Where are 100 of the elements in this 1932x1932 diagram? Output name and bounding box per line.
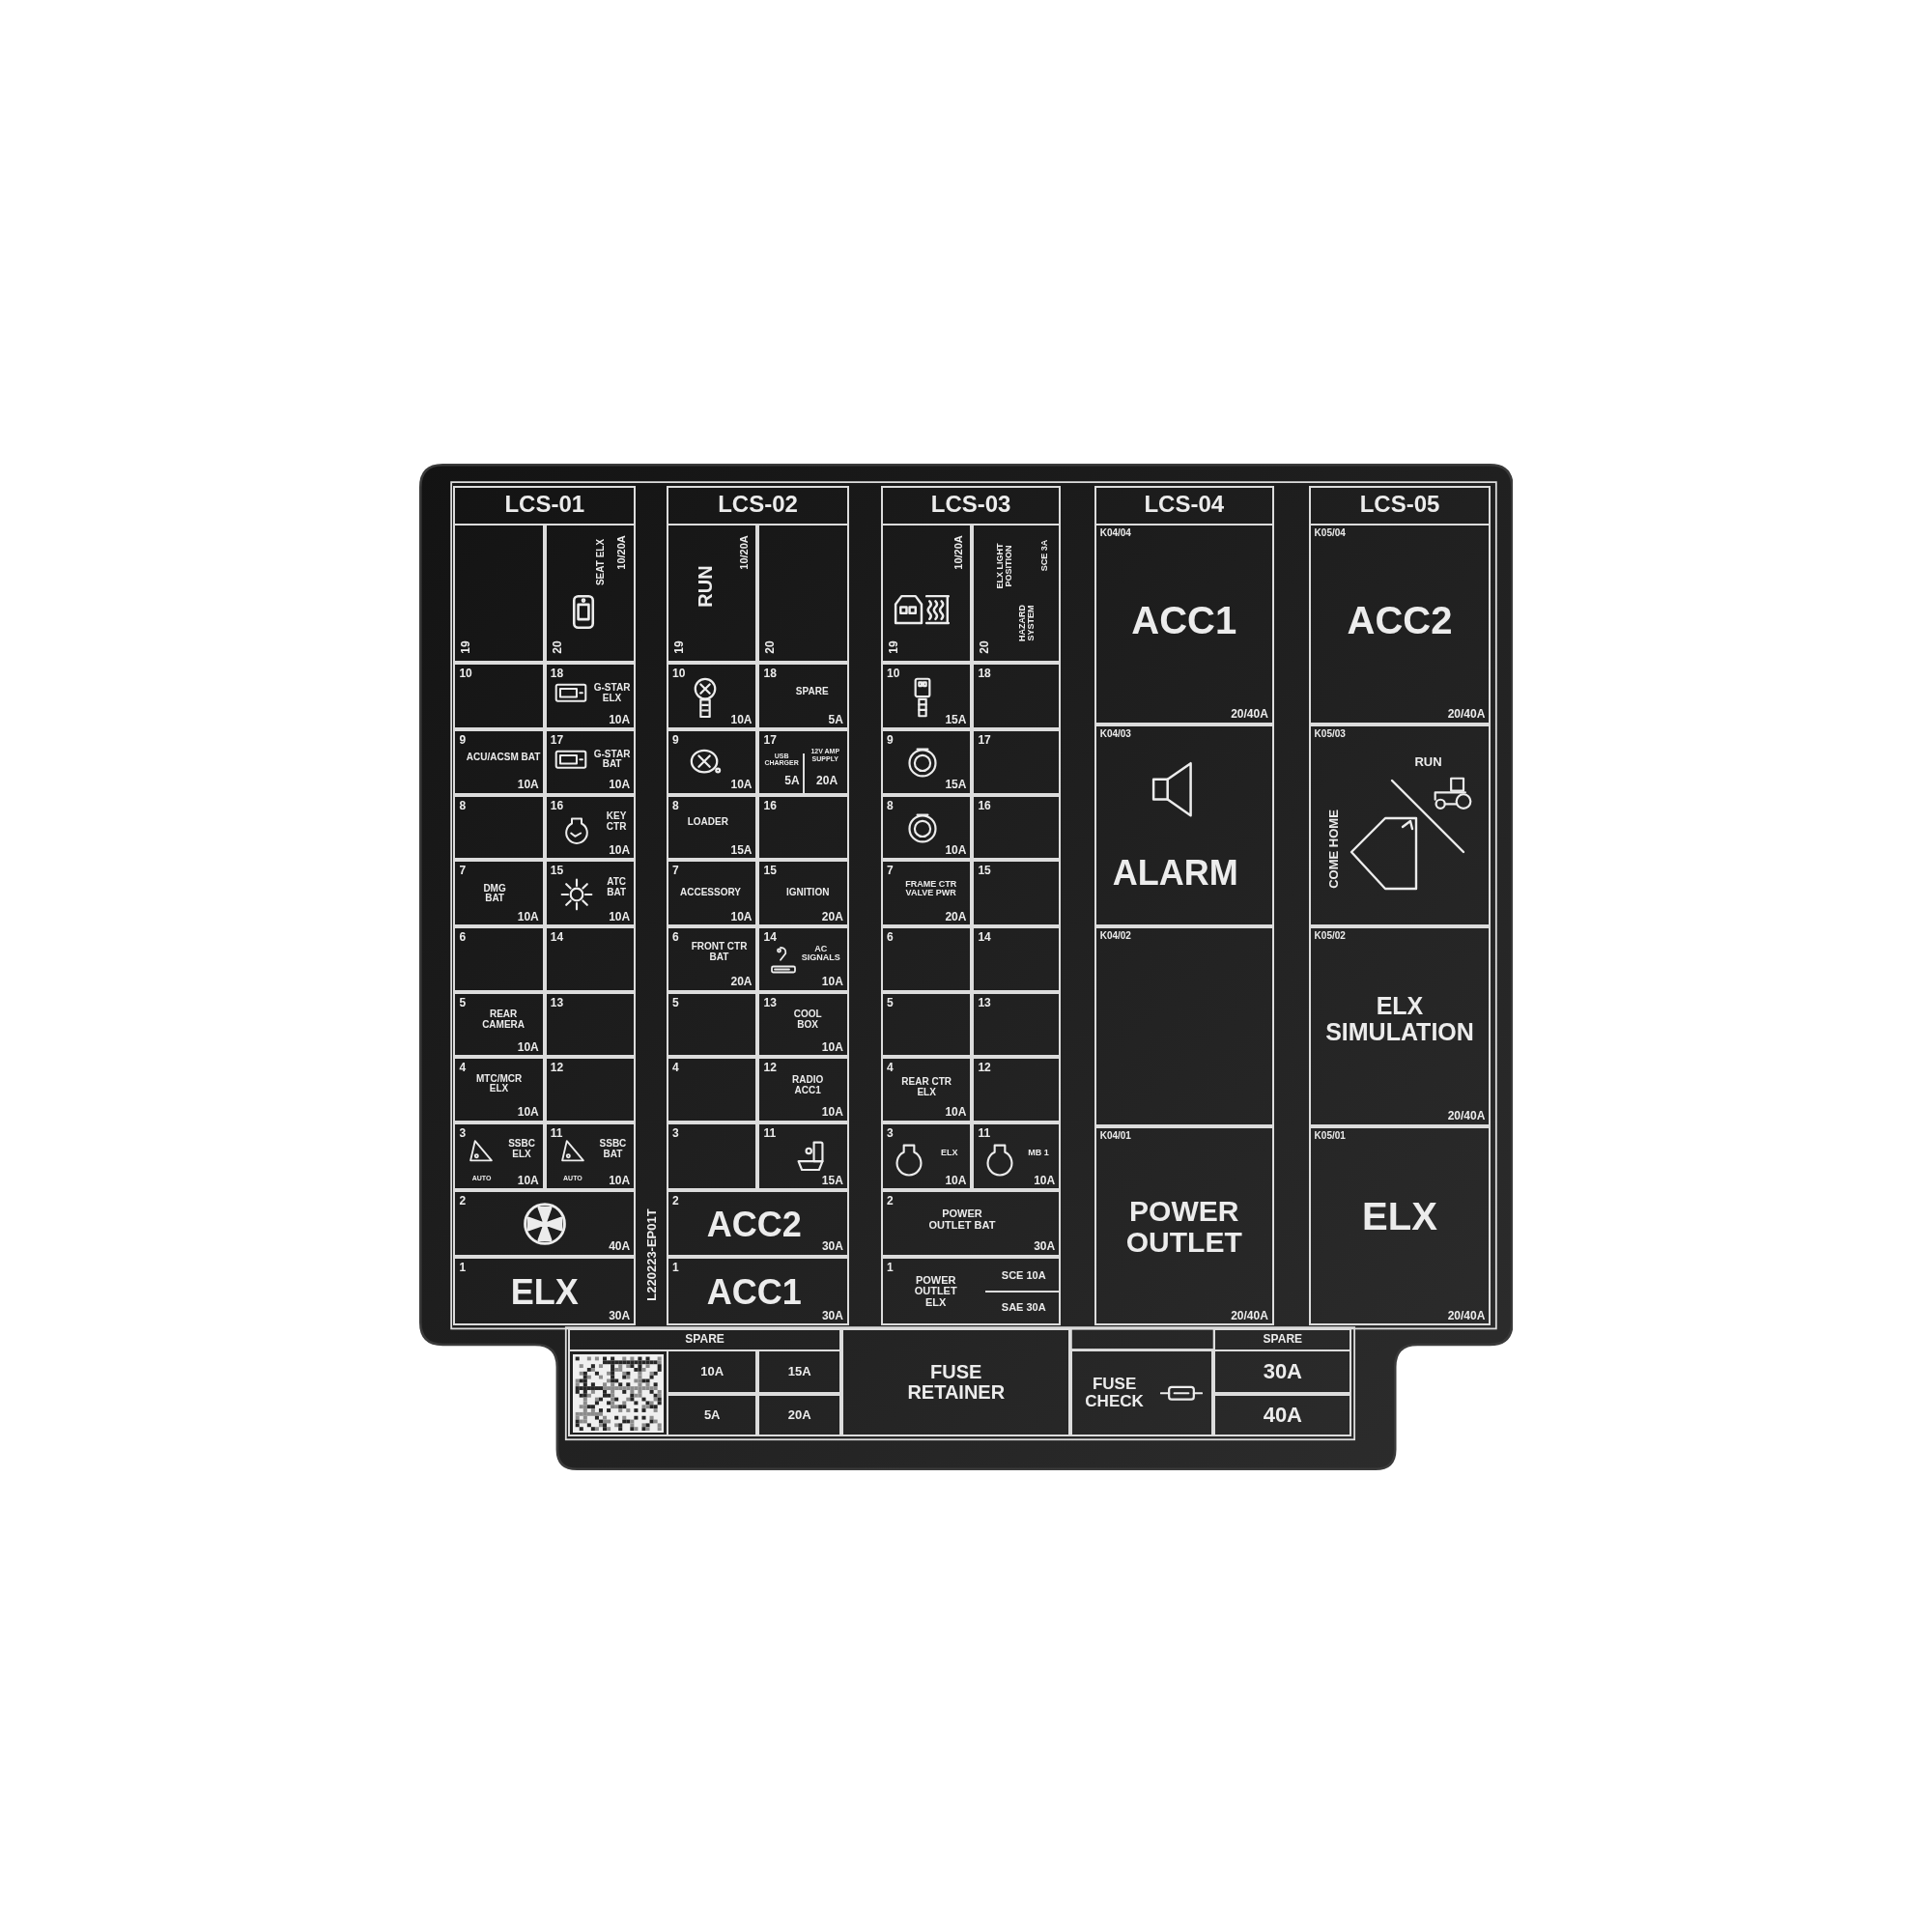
fuse-slot [881, 1057, 973, 1122]
fuse-rating: 10A [517, 910, 539, 923]
fuse-slot [544, 1122, 637, 1191]
fuse-number: 5 [672, 996, 679, 1009]
column-heading: LCS-03 [930, 492, 1011, 517]
slot-label: FUSE CHECK [1084, 1376, 1145, 1410]
fuse-number: 12 [550, 1062, 564, 1074]
fuse-number: 3 [459, 1127, 467, 1140]
fuse-number: 7 [672, 865, 679, 877]
circuit-label: LOADER [686, 817, 729, 828]
circuit-label: FRONT CTR BAT [690, 941, 749, 962]
fuse-number: 9 [887, 734, 894, 747]
circuit-label: RADIO ACC1 [791, 1074, 825, 1095]
relay-slot [1308, 724, 1492, 927]
column-heading: LCS-05 [1359, 492, 1440, 517]
fuse-slot [453, 1057, 545, 1122]
fuse-column [1094, 485, 1274, 1326]
fuse-slot [544, 729, 637, 795]
fuse-slot [972, 794, 1062, 861]
fuse-slot [667, 663, 758, 730]
fuse-number: 5 [887, 996, 894, 1009]
relay-number: K04/04 [1099, 528, 1131, 539]
fuse-slot [453, 729, 545, 795]
fuse-slot [544, 991, 637, 1058]
circuit-label: DMG BAT [482, 883, 507, 904]
circuit-label: REAR CTR ELX [900, 1076, 952, 1097]
fuse-number: 13 [978, 996, 991, 1009]
panel-slot [841, 1328, 1071, 1437]
fuse-slot [972, 1122, 1062, 1191]
column-heading: LCS-01 [504, 492, 585, 517]
fuse-slot [972, 991, 1062, 1058]
fuse-slot [757, 926, 849, 992]
fuse-rating: 10A [609, 910, 631, 923]
fuse-rating: 20/40A [1447, 1110, 1486, 1122]
circuit-label: FRAME CTR VALVE PWR [904, 879, 958, 898]
fuse-column [881, 485, 1062, 1326]
fuse-rating: 10A [517, 1040, 539, 1054]
circuit-label: COOL BOX [792, 1009, 823, 1030]
fuse-slot [972, 729, 1062, 795]
circuit-label: AC SIGNALS [800, 944, 841, 963]
circuit-label: MTC/MCR ELX [474, 1073, 524, 1094]
fuse-number: 6 [459, 931, 467, 944]
fuse-slot [881, 729, 973, 795]
fuse-rating: 5A [784, 774, 800, 787]
fuse-slot [757, 729, 849, 795]
fuse-number: 3 [887, 1127, 894, 1140]
fuse-slot [972, 1057, 1062, 1122]
fuse-number: 15 [978, 865, 991, 877]
circuit-label: ELX [939, 1149, 959, 1158]
fuse-rating: 15A [945, 713, 967, 726]
fuse-number: 10 [672, 668, 686, 680]
fuse-number: 15 [763, 865, 777, 877]
fuse-number: 18 [550, 668, 564, 680]
fuse-rating: 30A [821, 1309, 843, 1322]
fuse-slot [972, 663, 1062, 730]
relay-number: K05/02 [1314, 931, 1346, 942]
fuse-slot [544, 860, 637, 927]
fuse-number: 16 [978, 799, 991, 812]
fuse-slot [757, 663, 849, 730]
fuse-rating: 10A [609, 843, 631, 857]
circuit-label: MB 1 [1027, 1149, 1050, 1158]
spare-fuse-slot [667, 1349, 758, 1394]
circuit-label: G-STAR ELX [592, 682, 632, 703]
fuse-rating: 5A [828, 713, 843, 726]
fuse-number: 13 [550, 996, 564, 1009]
relay-slot [1094, 724, 1274, 927]
fuse-slot [972, 524, 1062, 664]
fuse-number: 17 [763, 734, 777, 747]
fuse-rating: 10/20A [952, 535, 965, 570]
circuit-label: SCE 3A [1040, 539, 1050, 572]
fuse-rating: 10A [945, 843, 967, 857]
column-heading: LCS-04 [1144, 492, 1225, 517]
fuse-slot [453, 524, 545, 664]
fuse-number: 2 [887, 1195, 894, 1208]
fuse-rating: 10A [700, 1364, 724, 1378]
circuit-label: ACC1 [1131, 599, 1237, 640]
fuse-number: 16 [550, 799, 564, 812]
fuse-rating: 20/40A [1447, 708, 1486, 721]
fuse-rating: 20/40A [1231, 708, 1268, 721]
fuse-slot [453, 991, 545, 1058]
fuse-slot [881, 524, 973, 664]
fuse-number: 12 [978, 1062, 991, 1074]
fuse-rating: 10A [1034, 1174, 1056, 1187]
circuit-label: ELX LIGHT POSITION [995, 542, 1014, 591]
fuse-number: 20 [764, 640, 777, 654]
fuse-rating: 20A [730, 976, 753, 988]
fuse-slot [453, 794, 545, 861]
circuit-label: SCE 10A [1000, 1269, 1047, 1282]
fuse-rating: 10A [609, 1174, 631, 1187]
fuse-slot [544, 926, 637, 992]
fuse-number: 18 [763, 668, 777, 680]
relay-slot [1094, 926, 1274, 1126]
fuse-rating: 40A [609, 1240, 631, 1254]
fuse-rating: 10A [945, 1106, 967, 1119]
fuse-rating: 15A [730, 843, 753, 857]
fuse-slot [757, 794, 849, 861]
fuse-rating: 20/40A [1447, 1309, 1486, 1322]
fuse-slot [667, 1190, 849, 1258]
fuse-number: 1 [672, 1262, 679, 1274]
fuse-slot [757, 1122, 849, 1191]
